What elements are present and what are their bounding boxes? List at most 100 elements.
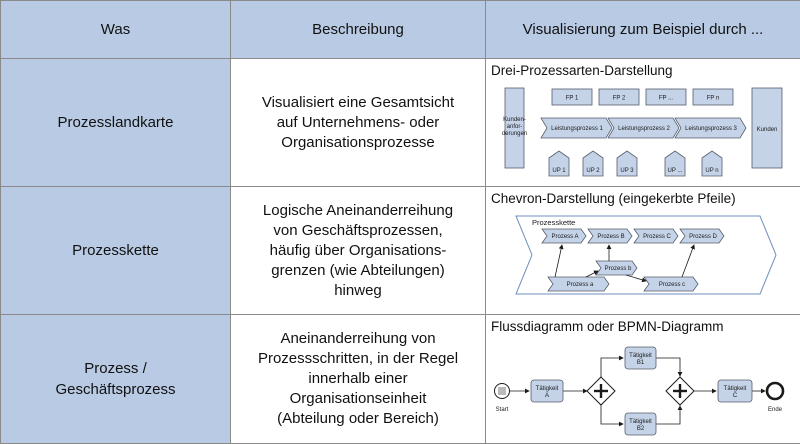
row-name-line: Prozesskette bbox=[72, 242, 159, 259]
task-a bbox=[530, 379, 564, 403]
row-name: Prozesslandkarte bbox=[0, 58, 231, 187]
leistungsprozess-label: Leistungsprozess 3 bbox=[685, 126, 737, 132]
plus-icon bbox=[673, 384, 687, 398]
desc-line: Aneinanderreihung von bbox=[280, 330, 436, 347]
task-label: C bbox=[733, 393, 738, 399]
process-chevron bbox=[547, 276, 610, 292]
kundenanforderungen-label: Kunden- bbox=[503, 117, 526, 123]
task-label: A bbox=[545, 393, 549, 399]
row-name-line: Prozess / bbox=[84, 360, 147, 377]
viz-cell: Drei-Prozessarten-Darstellung Kunden- an… bbox=[485, 58, 800, 187]
desc-line: Prozessschritten, in der Regel bbox=[257, 350, 459, 367]
end-label: Ende bbox=[768, 407, 783, 413]
viz-cell: Flussdiagramm oder BPMN-Diagramm bbox=[485, 314, 800, 444]
up-label: UP n bbox=[705, 168, 718, 174]
sequence-flow bbox=[600, 355, 624, 377]
start-event bbox=[494, 383, 510, 399]
leistungsprozess-chevron bbox=[607, 117, 680, 139]
header-beschreibung: Beschreibung bbox=[230, 0, 486, 59]
up-label: UP 3 bbox=[620, 168, 634, 174]
leistungsprozess-label: Leistungsprozess 1 bbox=[551, 126, 603, 132]
desc-line: von Geschäftsprozessen, bbox=[273, 221, 443, 239]
process-chevron bbox=[643, 276, 699, 292]
up-label: UP 1 bbox=[552, 168, 566, 174]
process-chevron bbox=[595, 260, 638, 276]
process-label: Prozess b bbox=[605, 266, 632, 272]
leistungsprozess-chevron bbox=[674, 117, 747, 139]
process-chevron bbox=[541, 228, 587, 244]
process-label: Prozess C bbox=[643, 234, 671, 240]
viz-title: Drei-Prozessarten-Darstellung bbox=[491, 63, 673, 78]
up-label: UP 2 bbox=[586, 168, 600, 174]
process-label: Prozess c bbox=[659, 282, 685, 288]
fp-label: FP ... bbox=[659, 96, 674, 102]
fp-label: FP 1 bbox=[566, 96, 579, 102]
up-pentagon bbox=[548, 150, 570, 177]
viz-title: Flussdiagramm oder BPMN-Diagramm bbox=[491, 319, 724, 334]
up-pentagon bbox=[701, 150, 723, 177]
viz-cell: Chevron-Darstellung (eingekerbte Pfeile)… bbox=[485, 186, 800, 315]
process-label: Prozess B bbox=[597, 234, 624, 240]
desc-line: innerhalb einer bbox=[308, 370, 408, 387]
row-prozess: Prozess / Geschäftsprozess Aneinanderrei… bbox=[0, 314, 800, 444]
desc-line: grenzen (wie Abteilungen) bbox=[271, 261, 445, 279]
up-label: UP ... bbox=[668, 168, 683, 174]
desc-line: Organisationsprozesse bbox=[281, 133, 435, 151]
sequence-flow bbox=[656, 357, 683, 377]
task-label: B2 bbox=[637, 426, 645, 432]
kunden-box bbox=[751, 87, 783, 169]
flow-arrow bbox=[681, 244, 695, 278]
process-label: Prozess a bbox=[567, 282, 594, 288]
fp-box bbox=[598, 88, 640, 106]
chevron-diagram: Prozesskette Prozess A Prozess B Prozess… bbox=[515, 215, 777, 295]
prozesslandkarte-diagram: Kunden- anfor- derungen Kunden FP 1 FP 2… bbox=[502, 87, 783, 177]
row-description: Aneinanderreihung von Prozessschritten, … bbox=[230, 314, 486, 444]
row-description: Visualisiert eine Gesamtsicht auf Untern… bbox=[230, 58, 486, 187]
task-label: Tätigkeit bbox=[629, 419, 652, 425]
task-label: B1 bbox=[637, 360, 645, 366]
up-pentagon bbox=[582, 150, 604, 177]
desc-line: hinweg bbox=[334, 281, 382, 299]
desc-line: auf Unternehmens- oder bbox=[276, 113, 440, 131]
row-name: Prozess / Geschäftsprozess bbox=[0, 314, 231, 444]
end-event bbox=[765, 381, 785, 401]
leistungsprozess-label: Leistungsprozess 2 bbox=[618, 126, 670, 132]
task-label: Tätigkeit bbox=[629, 353, 652, 359]
desc-line: häufig über Organisations- bbox=[269, 241, 447, 259]
row-prozesskette: Prozesskette Logische Aneinanderreihung … bbox=[0, 186, 800, 315]
flow-arrow bbox=[625, 274, 647, 283]
bpmn-diagram: Start Tätigkeit A Tätigkeit B1 Tätigkeit… bbox=[494, 346, 785, 436]
leistungsprozess-chevron bbox=[540, 117, 613, 139]
process-chevron bbox=[633, 228, 679, 244]
desc-line: Visualisiert eine Gesamtsicht bbox=[261, 93, 455, 111]
up-pentagon bbox=[664, 150, 686, 177]
prozesskette-label: Prozesskette bbox=[532, 218, 575, 227]
row-description: Logische Aneinanderreihung von Geschäfts… bbox=[230, 186, 486, 315]
task-label: Tätigkeit bbox=[536, 386, 559, 392]
row-name-line: Prozesslandkarte bbox=[57, 114, 174, 131]
process-label: Prozess A bbox=[551, 234, 578, 240]
fp-box bbox=[645, 88, 687, 106]
header-row: Was Beschreibung Visualisierung zum Beis… bbox=[0, 0, 800, 59]
desc-line: Logische Aneinanderreihung bbox=[262, 201, 454, 219]
desc-line: Organisationseinheit bbox=[289, 390, 427, 407]
process-label: Prozess D bbox=[689, 234, 717, 240]
row-prozesslandkarte: Prozesslandkarte Visualisiert eine Gesam… bbox=[0, 58, 800, 187]
desc-line: (Abteilung oder Bereich) bbox=[277, 410, 439, 427]
task-c bbox=[717, 379, 753, 403]
sequence-flow bbox=[656, 405, 683, 425]
task-b2 bbox=[624, 412, 657, 436]
start-label: Start bbox=[496, 407, 509, 413]
message-icon bbox=[498, 387, 506, 395]
up-pentagon bbox=[616, 150, 638, 177]
kundenanforderungen-box bbox=[504, 87, 525, 169]
fp-label: FP n bbox=[707, 96, 720, 102]
header-visualisierung: Visualisierung zum Beispiel durch ... bbox=[485, 0, 800, 59]
row-name: Prozesskette bbox=[0, 186, 231, 315]
header-was: Was bbox=[0, 0, 231, 59]
row-name-line: Geschäftsprozess bbox=[55, 381, 176, 398]
viz-title: Chevron-Darstellung (eingekerbte Pfeile) bbox=[491, 191, 736, 206]
task-label: Tätigkeit bbox=[724, 386, 747, 392]
kunden-label: Kunden bbox=[757, 127, 778, 133]
